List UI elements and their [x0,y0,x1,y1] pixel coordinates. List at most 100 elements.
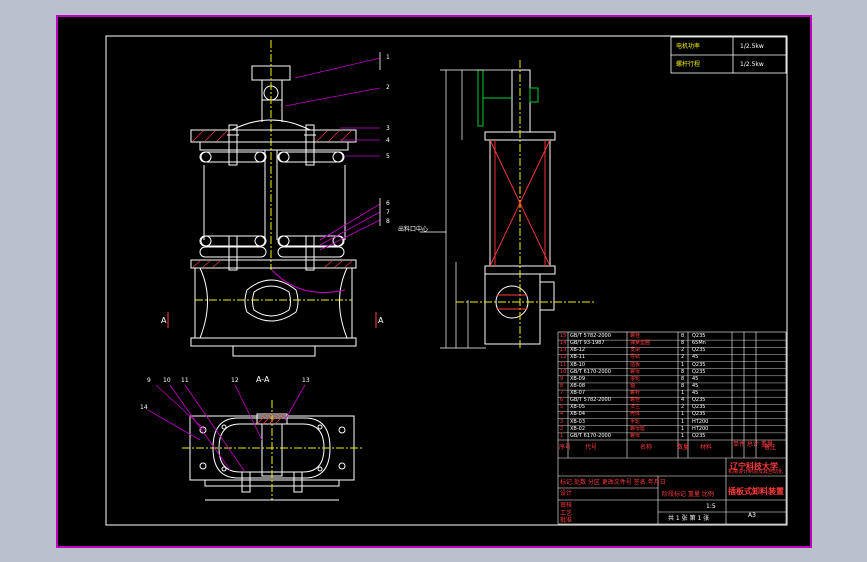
parts-cell-code: GB/T 6170-2000 [570,432,611,439]
parts-cell-no: 6 [560,397,564,404]
parts-cell-qty: 8 [681,368,685,375]
parts-cell-qty: 8 [681,340,685,347]
stage-label-1: 阶段标记 [662,491,687,498]
callout-8: 8 [386,218,390,225]
callout-5: 5 [386,153,390,160]
parts-cell-no: 8 [560,382,564,389]
parts-cell-name: 螺栓 [630,397,641,404]
parts-cell-qty: 1 [681,361,685,368]
parts-cell-material: 45 [692,375,699,382]
parts-cell-code: XB-03 [570,418,586,425]
university-subtitle: 机械设计制造及其自动化 [728,469,784,475]
parts-cell-no: 9 [560,375,564,382]
section-marker-left: A [161,316,167,325]
front-view [190,40,357,357]
university-name: 辽宁科技大学 [730,462,778,471]
parts-cell-material: HT200 [692,418,709,425]
parts-cell-name: 导轨 [630,354,641,361]
parts-cell-no: 12 [560,354,567,361]
callout-10: 10 [163,377,171,384]
parts-cell-code: XB-09 [570,375,586,382]
header-no: 序号 [559,444,572,451]
parts-list-rows [558,339,786,434]
parts-cell-material: Q235 [692,368,706,375]
parts-cell-material: Q235 [692,397,706,404]
stage-label-3: 比例 [701,491,714,498]
callout-4: 4 [386,137,390,144]
side-view-hidden [489,139,551,310]
parts-cell-no: 3 [560,418,564,425]
stage-labels: 阶段标记 重量 比例 [662,491,714,498]
parts-cell-no: 5 [560,404,564,411]
parts-cell-code: XB-04 [570,411,586,418]
parts-cell-material: Q235 [692,347,706,354]
role-approve: 批准 [560,517,573,524]
parts-cell-no: 15 [560,333,567,339]
callout-14: 14 [140,404,148,411]
top-table-value-2: 1/2.5kw [740,61,764,68]
parts-cell-name: 螺母座 [630,425,646,432]
parts-cell-code: XB-12 [570,347,586,354]
parts-cell-material: 45 [692,354,699,361]
parts-cell-material: HT200 [692,425,709,432]
parts-list-grid [557,331,787,525]
top-table-label-1: 电机功率 [676,43,701,50]
parts-cell-qty: 8 [681,382,685,389]
parts-cell-qty: 2 [681,347,685,354]
parts-cell-qty: 4 [681,397,685,404]
parts-cell-material: Q235 [692,411,706,418]
parts-cell-name: 弹簧垫圈 [630,340,651,347]
parts-cell-material: Q235 [692,404,706,411]
parts-cell-name: 支架 [630,347,641,354]
callout-2: 2 [386,84,390,91]
callout-11: 11 [181,377,189,384]
parts-cell-no: 1 [560,432,564,439]
parts-cell-qty: 1 [681,432,685,439]
header-qty: 数量 [677,444,690,451]
parts-cell-no: 14 [560,340,567,347]
callout-3: 3 [386,125,390,132]
parts-cell-name: 螺母 [630,432,641,439]
parts-cell-qty: 2 [681,354,685,361]
parts-cell-no: 4 [560,411,564,418]
parts-cell-material: Q235 [692,361,706,368]
parts-cell-qty: 1 [681,390,685,397]
sign-label-1: 标记 [560,479,573,486]
callout-12: 12 [231,377,239,384]
parts-cell-name: 螺栓 [630,333,641,339]
sign-label-4: 更改文件号 [601,479,632,486]
parts-cell-code: XB-11 [570,354,586,361]
section-marker-right: A [378,316,384,325]
parts-cell-material: 65Mn [692,340,706,347]
header-name: 名称 [640,444,653,451]
role-design: 设计 [560,490,573,497]
parts-cell-material: 45 [692,390,699,397]
callout-6: 6 [386,200,390,207]
parts-cell-name: 螺杆 [630,390,641,397]
parts-cell-qty: 8 [681,333,685,339]
parts-cell-code: XB-02 [570,425,586,432]
parts-cell-name: 手轮 [630,418,641,425]
role-process: 工艺 [560,510,573,517]
header-remark: 备注 [764,444,777,451]
scale-value: 1:5 [706,503,716,510]
header-weight: 单件 总计 重量 [733,441,773,448]
parts-cell-code: XB-10 [570,361,586,368]
section-label: A-A [256,375,270,384]
callout-7: 7 [386,209,390,216]
parts-cell-material: 45 [692,382,699,389]
parts-cell-qty: 1 [681,411,685,418]
parts-cell-qty: 1 [681,418,685,425]
parts-cell-qty: 2 [681,404,685,411]
parts-cell-material: Q235 [692,333,706,339]
sign-label-5: 签名 [633,479,646,486]
parts-cell-code: GB/T 5782-2000 [570,397,611,404]
parts-cell-name: 法兰 [630,404,641,411]
parts-cell-qty: 8 [681,375,685,382]
parts-cell-no: 11 [560,361,567,368]
section-view [182,400,362,501]
leader-lines [284,57,381,251]
top-right-table [670,36,787,74]
parts-cell-no: 10 [560,368,567,375]
